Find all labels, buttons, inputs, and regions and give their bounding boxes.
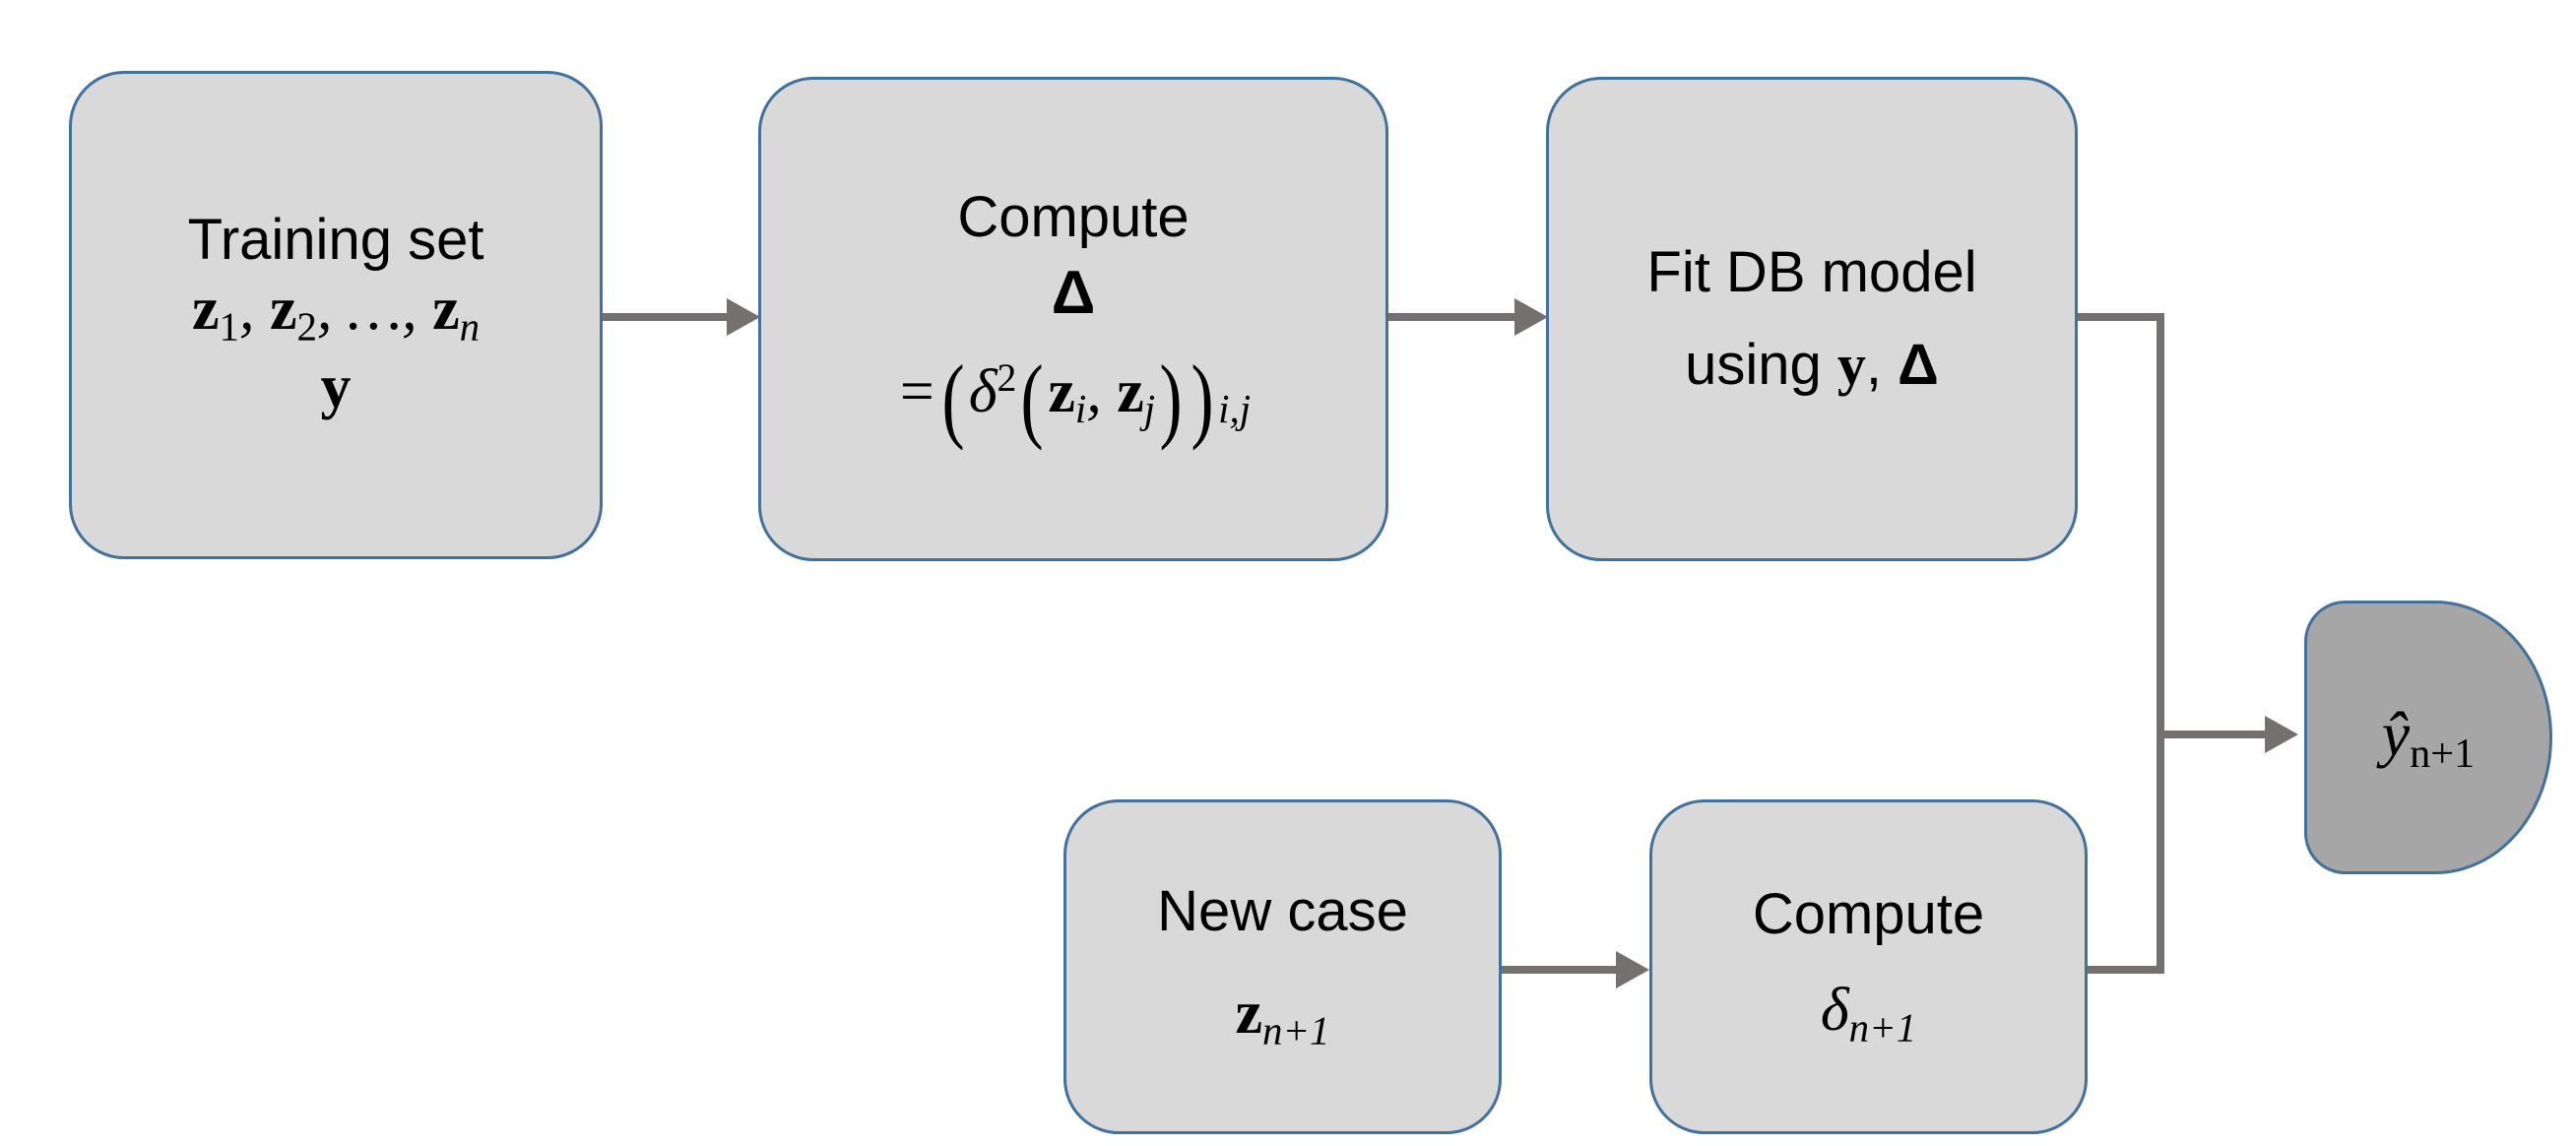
var-z-new: z [1235, 979, 1262, 1047]
comma-1: , [238, 276, 270, 344]
var-z-i: z [1048, 357, 1075, 425]
node-compute-delta-symbol: Δ [1051, 258, 1096, 327]
delta-exponent: 2 [997, 356, 1017, 401]
connector-merge-to-output [2157, 731, 2273, 738]
var-z-1: z [191, 276, 220, 344]
node-compute-delta[interactable]: Compute Δ =(δ2(zi, zj))i,j [758, 77, 1388, 561]
connector-compute-delta-n1-vertical [2157, 731, 2164, 974]
node-fit-db-model-line-2: using y, Δ [1685, 332, 1939, 399]
equals-sign: = [895, 357, 937, 425]
node-training-set-line-2: z1, z2, …, zn [192, 274, 480, 351]
sub-2: 2 [296, 304, 317, 350]
connector-fit-model-horizontal [2078, 313, 2164, 321]
delta-lower-symbol: δ [968, 357, 998, 425]
node-training-set[interactable]: Training set z1, z2, …, zn y [69, 71, 603, 559]
var-y: y [1836, 333, 1866, 397]
paren-close-outer: ) [1191, 346, 1214, 452]
sub-n: n [459, 304, 481, 350]
connector-new-case-to-compute-delta-n1 [1502, 966, 1618, 974]
sub-n-plus-1-z: n+1 [1262, 1008, 1330, 1053]
node-prediction-output-symbol: ŷn+1 [2382, 697, 2475, 779]
comma-3: , [402, 276, 433, 344]
paren-open-inner: ( [1020, 346, 1044, 452]
sub-ij: i,j [1218, 387, 1252, 432]
comma-2: , [316, 276, 348, 344]
node-new-case-line-1: New case [1157, 879, 1408, 944]
node-new-case-symbol: zn+1 [1235, 978, 1329, 1055]
node-compute-delta-n1-line-1: Compute [1752, 882, 1985, 947]
node-training-set-line-3: y [320, 353, 352, 420]
sub-j: j [1143, 387, 1156, 432]
sub-n-plus-1-delta: n+1 [1848, 1005, 1917, 1050]
node-training-set-line-1: Training set [187, 207, 484, 272]
node-fit-db-model[interactable]: Fit DB model using y, Δ [1546, 77, 2078, 561]
connector-compute-delta-n1-horizontal [2088, 966, 2164, 974]
node-compute-delta-formula: =(δ2(zi, zj))i,j [896, 343, 1251, 454]
arrowhead-compute-delta-to-fit-model [1514, 298, 1548, 336]
var-delta-upper: Δ [1898, 333, 1939, 397]
paren-open-outer: ( [941, 346, 965, 452]
node-new-case[interactable]: New case zn+1 [1063, 799, 1502, 1134]
using-label: using [1685, 333, 1837, 397]
node-fit-db-model-line-1: Fit DB model [1646, 239, 1977, 304]
node-compute-delta-line-1: Compute [957, 184, 1190, 249]
arrowhead-new-case-to-compute-delta-n1 [1616, 951, 1649, 988]
var-z-n: z [432, 276, 460, 344]
sub-i: i [1074, 387, 1087, 432]
var-z-2: z [269, 276, 297, 344]
arrowhead-training-to-compute-delta [727, 298, 760, 336]
separator-comma: , [1865, 333, 1899, 397]
sub-1: 1 [219, 304, 239, 350]
connector-training-to-compute-delta [603, 313, 729, 321]
node-prediction-output[interactable]: ŷn+1 [2304, 601, 2552, 874]
sub-n-plus-1-yhat: n+1 [2410, 730, 2476, 777]
var-z-j: z [1117, 357, 1144, 425]
node-compute-delta-n1-symbol: δn+1 [1821, 975, 1916, 1052]
connector-compute-delta-to-fit-model [1388, 313, 1514, 321]
ellipsis: … [347, 276, 403, 344]
node-compute-delta-n1[interactable]: Compute δn+1 [1649, 799, 2088, 1134]
var-y-hat: ŷ [2381, 698, 2411, 769]
paren-close-inner: ) [1159, 346, 1183, 452]
var-delta-lower-n1: δ [1820, 976, 1849, 1044]
arrowhead-merge-to-output [2265, 716, 2298, 753]
connector-fit-model-vertical [2157, 313, 2164, 731]
comma-ij: , [1086, 357, 1118, 425]
